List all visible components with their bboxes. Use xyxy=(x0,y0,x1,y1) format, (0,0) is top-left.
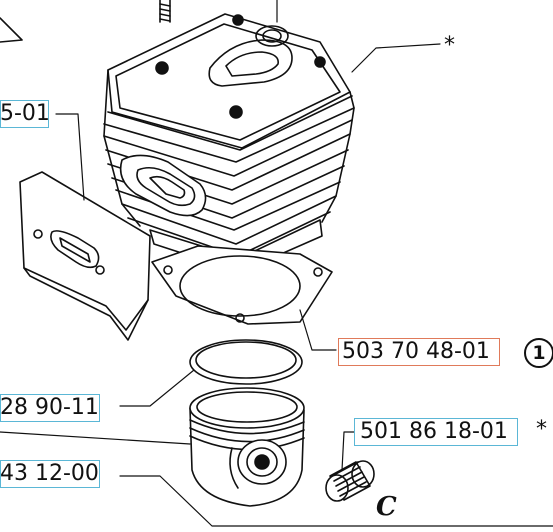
leader-piston-top xyxy=(0,431,191,445)
corner-arrow-fragment xyxy=(0,17,23,43)
piston xyxy=(189,387,305,507)
ring-label: 28 90-11 xyxy=(0,395,99,420)
callout-number-1: 1 xyxy=(524,338,553,368)
leader-ring xyxy=(119,369,195,407)
cylinder-label: 5-01 xyxy=(0,101,50,126)
cylinder-stud xyxy=(159,0,171,23)
piston-label: 43 12-00 xyxy=(0,461,99,486)
leader-bearing xyxy=(341,431,355,471)
cylinder xyxy=(103,13,355,273)
leader-gasket xyxy=(299,309,337,351)
leader-asterisk xyxy=(351,43,441,73)
bearing-asterisk: * xyxy=(536,417,547,442)
bearing-label: 501 86 18-01 xyxy=(360,419,508,444)
gasket-label-box xyxy=(338,338,500,366)
needle-bearing xyxy=(325,460,375,502)
circlip-label: C xyxy=(376,492,397,522)
cylinder-label-box xyxy=(0,100,49,128)
piston-ring xyxy=(189,339,303,385)
ring-label-box xyxy=(0,394,100,422)
leader-cylinder xyxy=(55,113,85,201)
asterisk-label: * xyxy=(444,33,455,58)
gasket-label: 503 70 48-01 xyxy=(342,339,490,364)
bearing-label-box xyxy=(354,418,518,446)
piston-label-box xyxy=(0,460,100,488)
exhaust-gasket xyxy=(19,171,151,341)
leader-piston xyxy=(119,475,553,527)
base-gasket xyxy=(151,245,333,325)
